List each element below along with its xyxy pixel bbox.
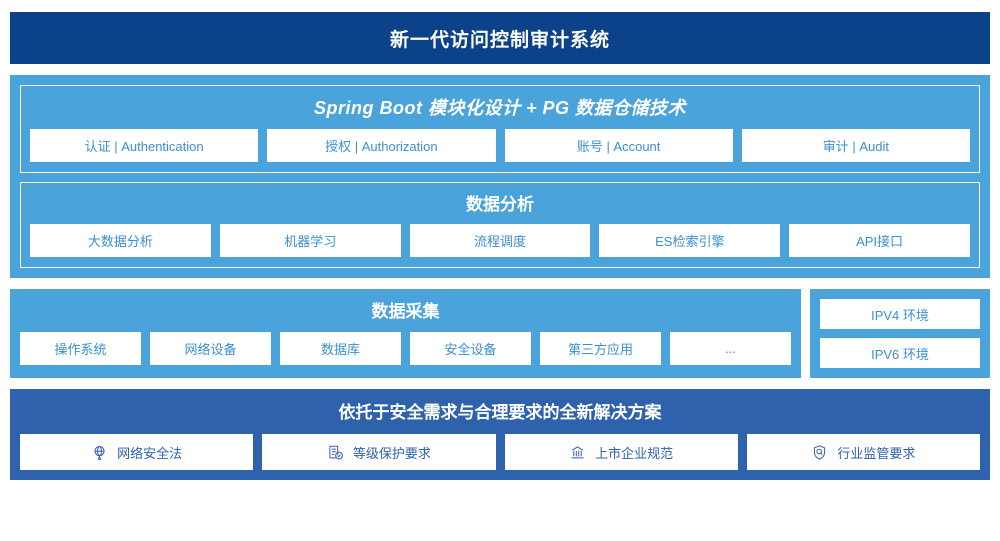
spring-boot-item-row: 认证 | Authentication 授权 | Authorization 账… — [30, 128, 970, 162]
chip-label: 网络设备 — [184, 342, 237, 358]
chip-label: 大数据分析 — [87, 234, 153, 250]
chip-es-search-engine[interactable]: ES检索引擎 — [599, 224, 781, 258]
chip-label: 第三方应用 — [567, 342, 633, 358]
chip-label: 数据库 — [320, 342, 360, 358]
chip-label: 机器学习 — [284, 234, 337, 250]
chip-audit[interactable]: 审计 | Audit — [741, 128, 970, 162]
bank-icon — [569, 444, 586, 461]
chip-label: 行业监管要求 — [837, 445, 916, 461]
chip-industry-supervision[interactable]: 行业监管要求 — [746, 434, 980, 471]
chip-label: 审计 | Audit — [822, 138, 889, 154]
chip-label: 等级保护要求 — [352, 445, 431, 461]
chip-ipv6-environment[interactable]: IPV6 环境 — [820, 338, 980, 369]
data-analysis-item-row: 大数据分析 机器学习 流程调度 ES检索引擎 API接口 — [30, 224, 970, 258]
chip-security-device[interactable]: 安全设备 — [410, 332, 531, 366]
chip-label: 流程调度 — [473, 234, 526, 250]
compliance-title: 依托于安全需求与合理要求的全新解决方案 — [338, 403, 662, 423]
chip-account[interactable]: 账号 | Account — [504, 128, 733, 162]
data-collection-row: 数据采集 操作系统 网络设备 数据库 安全设备 第三方应用 ... IPV4 环… — [10, 289, 990, 379]
shield-search-icon — [811, 444, 828, 461]
architecture-panel: Spring Boot 模块化设计 + PG 数据仓储技术 认证 | Authe… — [10, 75, 990, 279]
globe-icon — [91, 444, 108, 461]
spring-boot-title: Spring Boot 模块化设计 + PG 数据仓储技术 — [313, 98, 686, 118]
chip-label: 上市企业规范 — [595, 445, 674, 461]
data-collection-title: 数据采集 — [371, 302, 440, 322]
data-analysis-section: 数据分析 大数据分析 机器学习 流程调度 ES检索引擎 API接口 — [20, 181, 980, 269]
chip-api-interface[interactable]: API接口 — [789, 224, 970, 258]
chip-cybersecurity-law[interactable]: 网络安全法 — [20, 434, 254, 471]
chip-process-scheduling[interactable]: 流程调度 — [409, 224, 591, 258]
document-check-icon — [327, 444, 344, 461]
chip-label: 账号 | Account — [576, 138, 661, 154]
diagram-page: 新一代访问控制审计系统 Spring Boot 模块化设计 + PG 数据仓储技… — [0, 12, 1000, 541]
chip-label: IPV6 环境 — [871, 346, 929, 362]
data-analysis-title: 数据分析 — [466, 194, 534, 214]
chip-label: 安全设备 — [444, 342, 497, 358]
chip-operating-system[interactable]: 操作系统 — [20, 332, 141, 366]
chip-label: 网络安全法 — [117, 445, 183, 461]
compliance-panel: 依托于安全需求与合理要求的全新解决方案 网络安全法 — [10, 389, 990, 481]
chip-more[interactable]: ... — [670, 332, 791, 366]
chip-ipv4-environment[interactable]: IPV4 环境 — [820, 299, 980, 330]
page-title: 新一代访问控制审计系统 — [389, 29, 610, 51]
chip-label: ES检索引擎 — [655, 234, 725, 250]
chip-database[interactable]: 数据库 — [280, 332, 401, 366]
compliance-item-row: 网络安全法 等级保护要求 — [20, 434, 980, 471]
chip-label: ... — [725, 341, 736, 357]
chip-authorization[interactable]: 授权 | Authorization — [267, 128, 496, 162]
chip-big-data-analysis[interactable]: 大数据分析 — [30, 224, 211, 258]
chip-label: IPV4 环境 — [871, 307, 929, 323]
environment-panel: IPV4 环境 IPV6 环境 — [810, 289, 990, 379]
chip-listed-enterprise-standard[interactable]: 上市企业规范 — [504, 434, 738, 471]
chip-authentication[interactable]: 认证 | Authentication — [30, 128, 259, 162]
data-collection-item-row: 操作系统 网络设备 数据库 安全设备 第三方应用 ... — [20, 332, 791, 366]
spring-boot-section: Spring Boot 模块化设计 + PG 数据仓储技术 认证 | Authe… — [20, 85, 980, 173]
chip-network-device[interactable]: 网络设备 — [150, 332, 271, 366]
chip-label: 操作系统 — [54, 342, 107, 358]
chip-third-party-app[interactable]: 第三方应用 — [540, 332, 661, 366]
data-collection-panel: 数据采集 操作系统 网络设备 数据库 安全设备 第三方应用 ... — [10, 289, 801, 379]
chip-label: 授权 | Authorization — [325, 138, 438, 154]
chip-label: API接口 — [856, 234, 904, 250]
chip-machine-learning[interactable]: 机器学习 — [219, 224, 401, 258]
chip-label: 认证 | Authentication — [84, 138, 204, 154]
chip-classified-protection[interactable]: 等级保护要求 — [262, 434, 496, 471]
page-header: 新一代访问控制审计系统 — [10, 12, 990, 64]
